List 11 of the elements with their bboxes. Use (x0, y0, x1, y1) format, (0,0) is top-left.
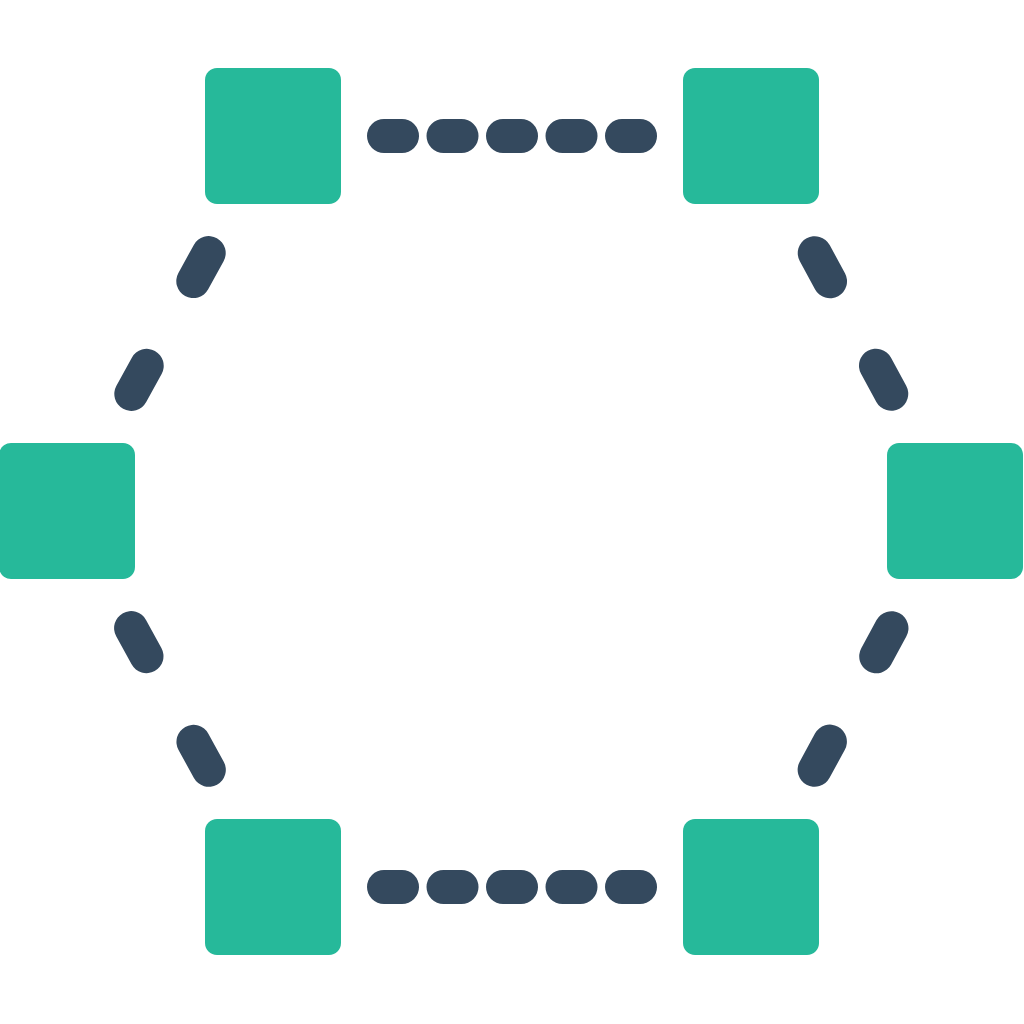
dashed-line (367, 870, 657, 904)
rounded-square (683, 68, 819, 204)
dashed-line (797, 611, 909, 787)
rounded-square (205, 819, 341, 955)
dashed-line (367, 119, 657, 153)
rounded-square (887, 443, 1023, 579)
dashed-line (114, 236, 226, 411)
rounded-square (683, 819, 819, 955)
dashed-line (114, 611, 226, 787)
rounded-square (205, 68, 341, 204)
dashed-line (797, 236, 909, 411)
